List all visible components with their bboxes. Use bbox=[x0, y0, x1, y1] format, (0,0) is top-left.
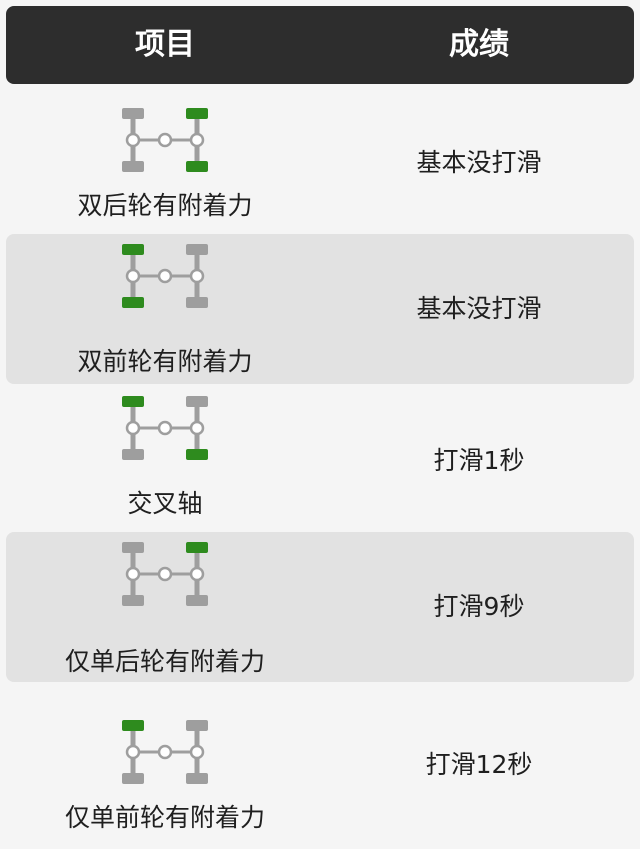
row-label: 双前轮有附着力 bbox=[77, 347, 253, 376]
joint-left bbox=[125, 420, 141, 436]
wheel-rear-right bbox=[186, 773, 208, 784]
drivetrain-svg bbox=[122, 108, 208, 172]
wheel-rear-right bbox=[186, 297, 208, 308]
joint-right bbox=[189, 420, 205, 436]
joint-center bbox=[157, 268, 173, 284]
wheel-front-left bbox=[122, 396, 144, 407]
table-row: 双前轮有附着力 基本没打滑 bbox=[6, 234, 634, 384]
wheel-rear-right bbox=[186, 161, 208, 172]
axle-diagram-icon bbox=[120, 234, 210, 314]
joint-left bbox=[125, 566, 141, 582]
row-result: 打滑9秒 bbox=[433, 592, 525, 621]
row-label: 仅单前轮有附着力 bbox=[64, 803, 265, 832]
row-label: 交叉轴 bbox=[127, 489, 203, 518]
row-result: 打滑12秒 bbox=[425, 750, 533, 779]
table-header: 项目 成绩 bbox=[6, 6, 634, 84]
wheel-front-right bbox=[186, 396, 208, 407]
wheel-front-left bbox=[122, 720, 144, 731]
wheel-front-left bbox=[122, 542, 144, 553]
wheel-rear-left bbox=[122, 449, 144, 460]
wheel-rear-left bbox=[122, 773, 144, 784]
axle-diagram-icon bbox=[120, 88, 210, 172]
header-item: 项目 bbox=[135, 27, 195, 62]
drivetrain-svg bbox=[122, 720, 208, 784]
joint-center bbox=[157, 744, 173, 760]
wheel-front-left bbox=[122, 244, 144, 255]
axle-diagram-icon bbox=[120, 690, 210, 784]
drivetrain-svg bbox=[122, 396, 208, 460]
wheel-front-right bbox=[186, 244, 208, 255]
joint-right bbox=[189, 132, 205, 148]
drivetrain-svg bbox=[122, 244, 208, 308]
joint-left bbox=[125, 744, 141, 760]
row-label: 仅单后轮有附着力 bbox=[64, 647, 265, 676]
row-result: 基本没打滑 bbox=[416, 148, 542, 177]
wheel-rear-left bbox=[122, 297, 144, 308]
joint-right bbox=[189, 566, 205, 582]
table-row: 交叉轴 打滑1秒 bbox=[6, 386, 634, 536]
wheel-front-left bbox=[122, 108, 144, 119]
joint-right bbox=[189, 744, 205, 760]
table-row: 仅单前轮有附着力 打滑12秒 bbox=[6, 690, 634, 840]
axle-diagram-icon bbox=[120, 532, 210, 612]
row-result: 基本没打滑 bbox=[416, 294, 542, 323]
row-label: 双后轮有附着力 bbox=[77, 191, 253, 220]
drivetrain-svg bbox=[122, 542, 208, 606]
joint-center bbox=[157, 420, 173, 436]
joint-right bbox=[189, 268, 205, 284]
wheel-front-right bbox=[186, 108, 208, 119]
table-row: 仅单后轮有附着力 打滑9秒 bbox=[6, 532, 634, 682]
joint-left bbox=[125, 268, 141, 284]
table-row: 双后轮有附着力 基本没打滑 bbox=[6, 88, 634, 238]
wheel-rear-left bbox=[122, 161, 144, 172]
wheel-front-right bbox=[186, 542, 208, 553]
wheel-rear-right bbox=[186, 449, 208, 460]
row-result: 打滑1秒 bbox=[433, 446, 525, 475]
axle-diagram-icon bbox=[120, 386, 210, 466]
header-result: 成绩 bbox=[449, 27, 509, 62]
wheel-rear-left bbox=[122, 595, 144, 606]
joint-left bbox=[125, 132, 141, 148]
wheel-front-right bbox=[186, 720, 208, 731]
wheel-rear-right bbox=[186, 595, 208, 606]
joint-center bbox=[157, 566, 173, 582]
joint-center bbox=[157, 132, 173, 148]
